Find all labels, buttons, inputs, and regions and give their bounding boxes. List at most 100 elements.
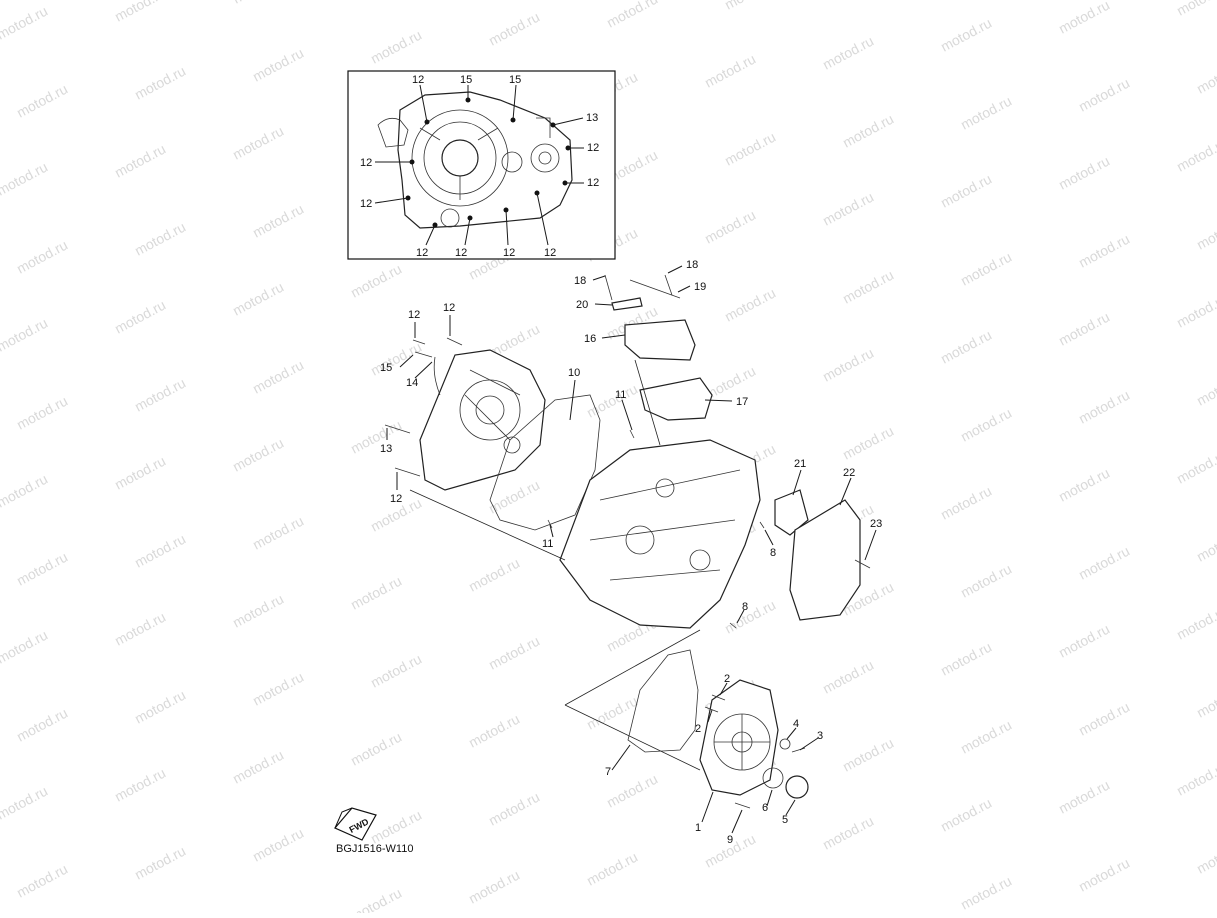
watermark-text: motod.ru — [820, 189, 876, 229]
watermark-text: motod.ru — [348, 885, 404, 913]
watermark-text: motod.ru — [938, 15, 994, 55]
watermark-text: motod.ru — [0, 783, 50, 823]
callout: 12 — [587, 142, 599, 154]
inset-clutch-hub — [441, 139, 479, 177]
watermark-text: motod.ru — [132, 63, 188, 103]
watermark-text: motod.ru — [958, 717, 1014, 757]
stator-gasket — [627, 649, 699, 753]
callout: 20 — [576, 299, 588, 311]
watermark-text: motod.ru — [230, 279, 286, 319]
plug-5 — [785, 775, 809, 799]
watermark-text: motod.ru — [486, 477, 542, 517]
watermark-text: motod.ru — [1076, 387, 1132, 427]
watermark-text: motod.ru — [0, 159, 50, 199]
callout: 12 — [416, 247, 428, 259]
watermark-text: motod.ru — [1194, 525, 1217, 565]
watermark-text: motod.ru — [14, 237, 70, 277]
watermark-text: motod.ru — [702, 51, 758, 91]
watermark-text: motod.ru — [132, 531, 188, 571]
watermark-text: motod.ru — [604, 771, 660, 811]
inset-tube — [536, 117, 551, 138]
watermark-text: motod.ru — [1174, 291, 1217, 331]
callout: 13 — [380, 443, 392, 455]
inset-leaders — [374, 84, 584, 246]
callout: 5 — [782, 814, 788, 826]
watermark-text: motod.ru — [0, 627, 50, 667]
watermark-text: motod.ru — [230, 123, 286, 163]
watermark-text: motod.ru — [1174, 447, 1217, 487]
watermark-text: motod.ru — [820, 813, 876, 853]
watermark-text: motod.ru — [958, 873, 1014, 913]
watermark-text: motod.ru — [230, 747, 286, 787]
callout: 3 — [817, 730, 823, 742]
watermark-text: motod.ru — [938, 639, 994, 679]
callout: 12 — [360, 157, 372, 169]
watermark-text: motod.ru — [14, 549, 70, 589]
callout: 16 — [584, 333, 596, 345]
callout: 4 — [793, 718, 799, 730]
callout: 15 — [509, 74, 521, 86]
callout: 12 — [587, 177, 599, 189]
watermark-text: motod.ru — [132, 375, 188, 415]
callout: 2 — [724, 673, 730, 685]
watermark-text: motod.ru — [132, 843, 188, 883]
inset-cover-outline — [397, 91, 573, 229]
watermark-text: motod.ru — [722, 0, 778, 13]
strap-19 — [629, 279, 681, 299]
alignment-lines — [409, 359, 701, 771]
cover-plate-17 — [639, 377, 713, 421]
callout: 13 — [586, 112, 598, 124]
clutch-cover — [419, 349, 546, 491]
watermark-text: motod.ru — [112, 141, 168, 181]
watermark-text: motod.ru — [368, 339, 424, 379]
watermark-text: motod.ru — [250, 669, 306, 709]
watermark-text: motod.ru — [250, 45, 306, 85]
watermark-text: motod.ru — [230, 591, 286, 631]
callout: 12 — [544, 247, 556, 259]
watermark-text: motod.ru — [1174, 759, 1217, 799]
watermark-text: motod.ru — [0, 315, 50, 355]
callout: 21 — [794, 458, 806, 470]
callout: 2 — [695, 723, 701, 735]
watermark-text: motod.ru — [722, 597, 778, 637]
callout: 6 — [762, 802, 768, 814]
watermark-text: motod.ru — [840, 111, 896, 151]
watermark-text: motod.ru — [1174, 0, 1217, 19]
watermark-text: motod.ru — [604, 0, 660, 31]
callout: 15 — [460, 74, 472, 86]
watermark-text: motod.ru — [958, 249, 1014, 289]
inset-clutch-ring-outer — [411, 109, 509, 207]
watermark-text: motod.ru — [250, 513, 306, 553]
watermark-text: motod.ru — [230, 0, 286, 7]
watermark-text: motod.ru — [112, 0, 168, 25]
callout: 8 — [742, 601, 748, 613]
main-callout-labels: 18 18 19 20 16 17 12 12 15 14 10 11 11 1… — [380, 259, 882, 846]
inset-detail: 12 15 15 13 12 12 12 12 12 12 12 12 — [347, 70, 616, 260]
watermark-text: motod.ru — [132, 687, 188, 727]
watermark-text: motod.ru — [702, 207, 758, 247]
watermark-text: motod.ru — [348, 417, 404, 457]
watermark-text: motod.ru — [938, 327, 994, 367]
callout: 12 — [443, 302, 455, 314]
watermark-text: motod.ru — [14, 705, 70, 745]
watermark-text: motod.ru — [938, 171, 994, 211]
callout: 11 — [615, 389, 626, 401]
callout: 8 — [770, 547, 776, 559]
watermark-text: motod.ru — [1174, 603, 1217, 643]
callout: 23 — [870, 518, 882, 530]
callout: 12 — [503, 247, 515, 259]
watermark-text: motod.ru — [466, 867, 522, 907]
watermark-text: motod.ru — [722, 129, 778, 169]
watermark-text: motod.ru — [1076, 231, 1132, 271]
plate-20 — [611, 297, 643, 311]
clutch-gasket — [489, 394, 601, 531]
inset-drain — [440, 208, 460, 228]
watermark-text: motod.ru — [840, 735, 896, 775]
watermark-text: motod.ru — [466, 711, 522, 751]
watermark-text: motod.ru — [112, 453, 168, 493]
watermark-text: motod.ru — [584, 849, 640, 889]
bolts — [384, 274, 871, 809]
inset-plug — [501, 151, 523, 173]
inset-pump-hub — [538, 151, 552, 165]
